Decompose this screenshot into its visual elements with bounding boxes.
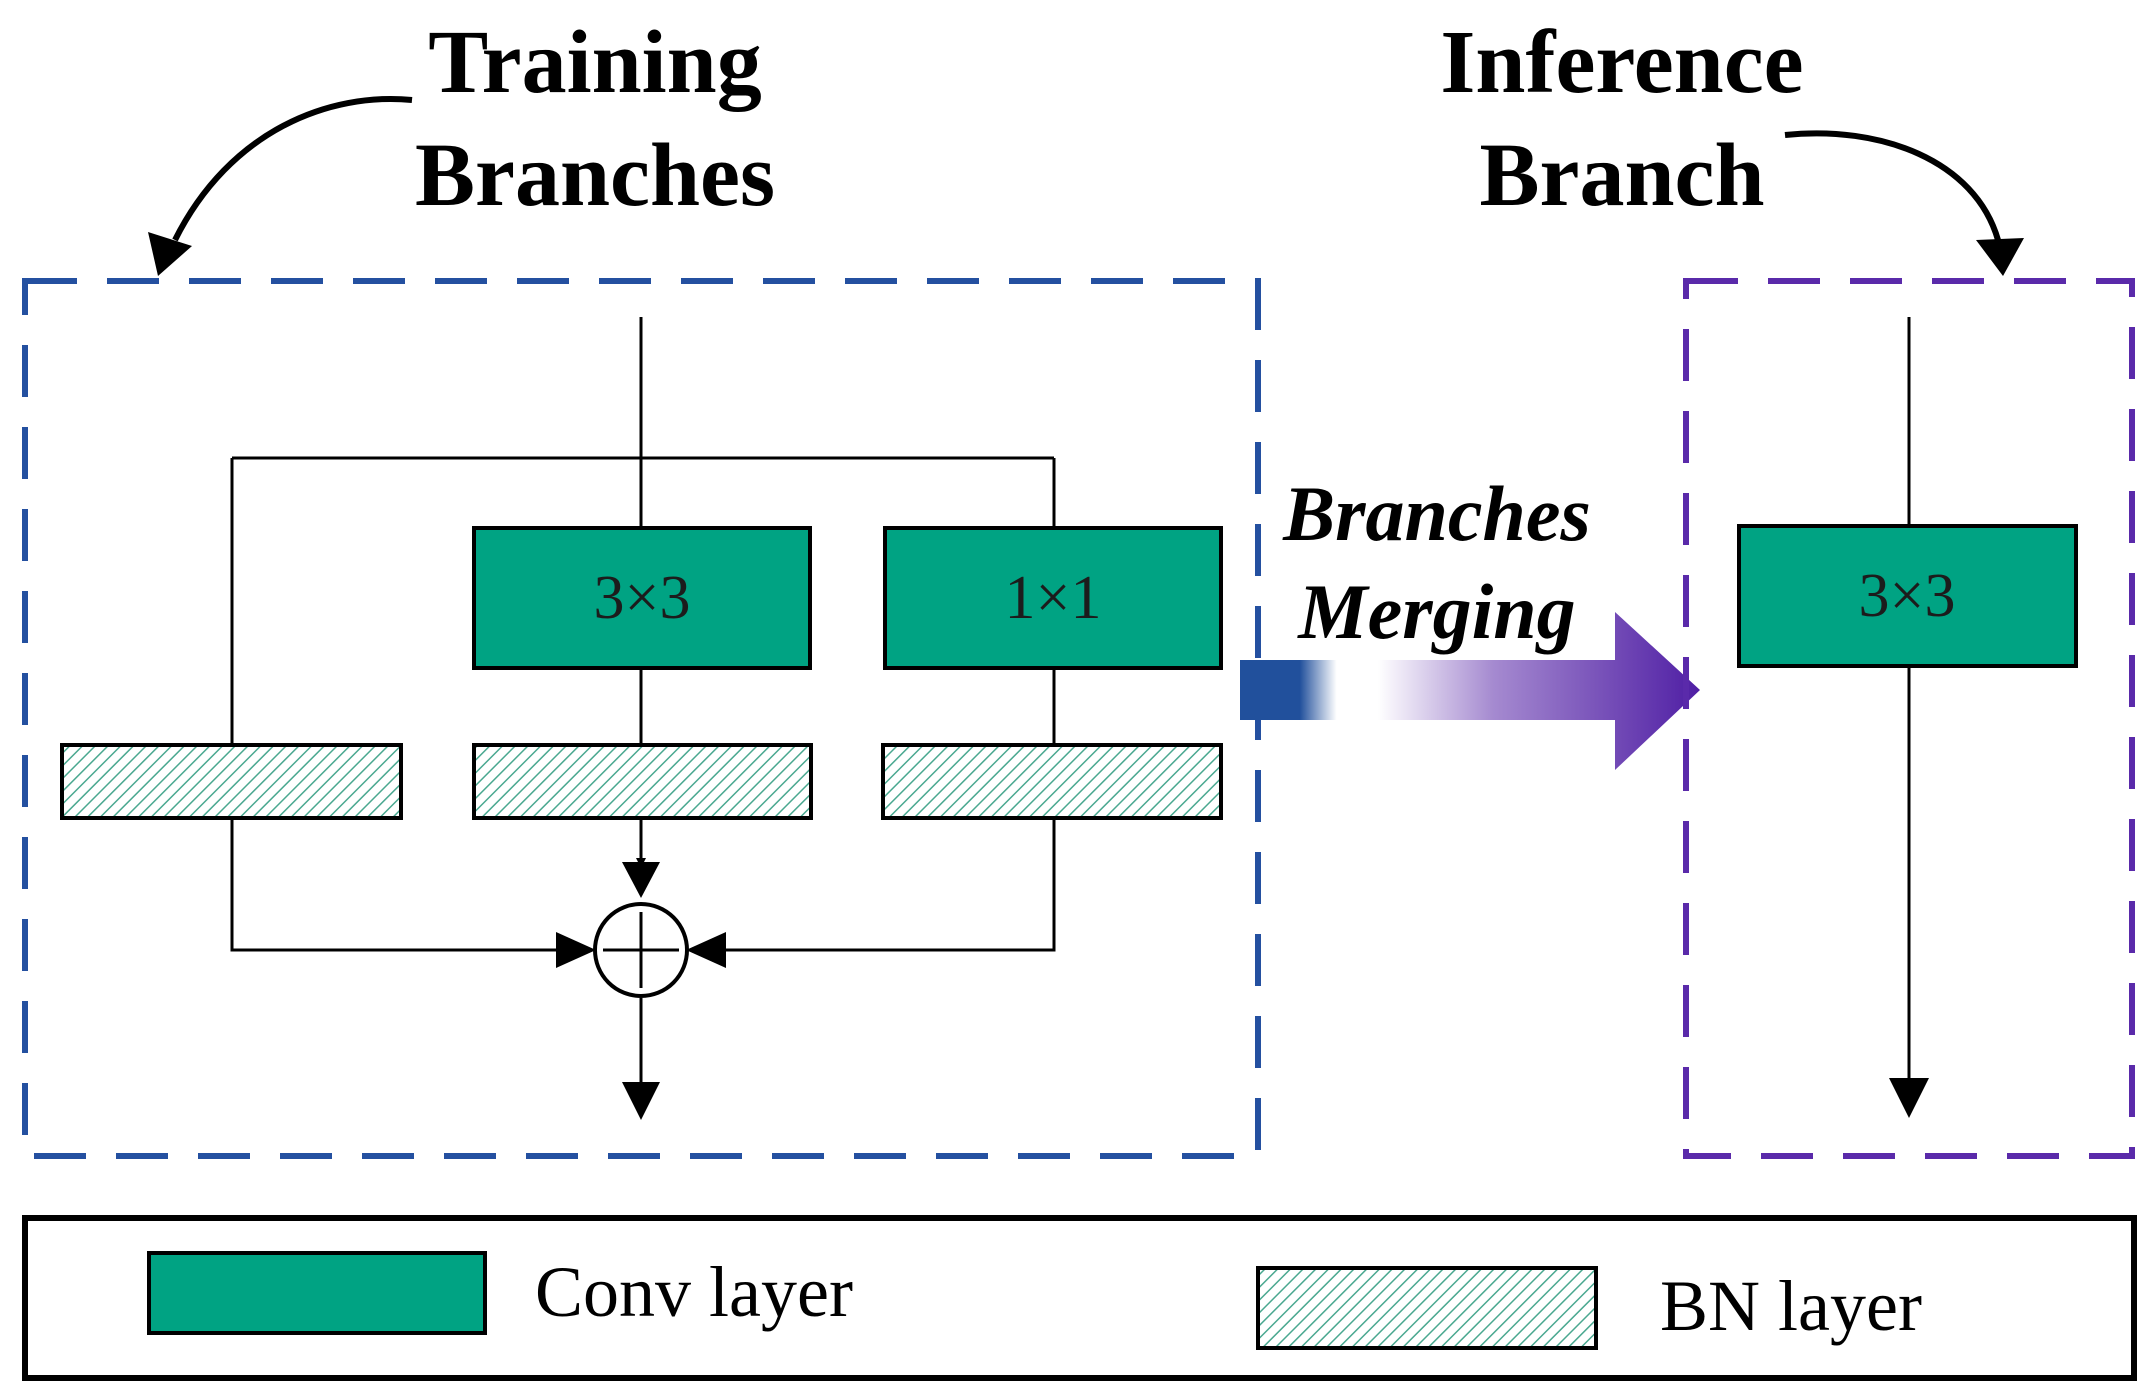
branches-merging-label: Branches Merging — [1282, 470, 1591, 655]
inference-title: Inference Branch — [1440, 13, 1803, 225]
training-arrowheads — [556, 862, 726, 1120]
training-conv-1x1: 1×1 — [883, 526, 1223, 670]
training-title-line2: Branches — [415, 126, 775, 225]
training-title-line1: Training — [428, 13, 761, 112]
inference-pointer-arrow — [1784, 130, 2024, 276]
inference-output-arrowhead — [1889, 1078, 1929, 1118]
sum-node-plus-icon — [593, 902, 689, 998]
sum-input-arrow-right — [694, 818, 1056, 955]
training-conv-3x3-label: 3×3 — [594, 564, 691, 632]
training-bn-identity — [60, 743, 403, 820]
merge-label-line2: Merging — [1296, 568, 1575, 655]
legend: Conv layer BN layer — [22, 1215, 2137, 1381]
training-conv-1x1-label: 1×1 — [1005, 564, 1102, 632]
branches-merging-arrow — [1240, 612, 1700, 770]
training-bn-3x3 — [472, 743, 813, 820]
legend-conv-label: Conv layer — [535, 1252, 853, 1332]
legend-conv-swatch — [147, 1251, 487, 1335]
training-conv-3x3: 3×3 — [472, 526, 812, 670]
inference-title-line2: Branch — [1479, 126, 1764, 225]
training-bn-1x1 — [881, 743, 1223, 820]
inference-conv-3x3: 3×3 — [1737, 524, 2078, 668]
inference-title-line1: Inference — [1440, 13, 1803, 112]
inference-conv-3x3-label: 3×3 — [1859, 562, 1956, 630]
training-pointer-arrow — [148, 96, 413, 276]
legend-bn-swatch — [1256, 1266, 1598, 1350]
sum-input-arrow-left — [230, 818, 588, 955]
training-title: Training Branches — [415, 13, 775, 225]
merge-label-line1: Branches — [1282, 470, 1591, 557]
legend-bn-label: BN layer — [1660, 1266, 1922, 1346]
